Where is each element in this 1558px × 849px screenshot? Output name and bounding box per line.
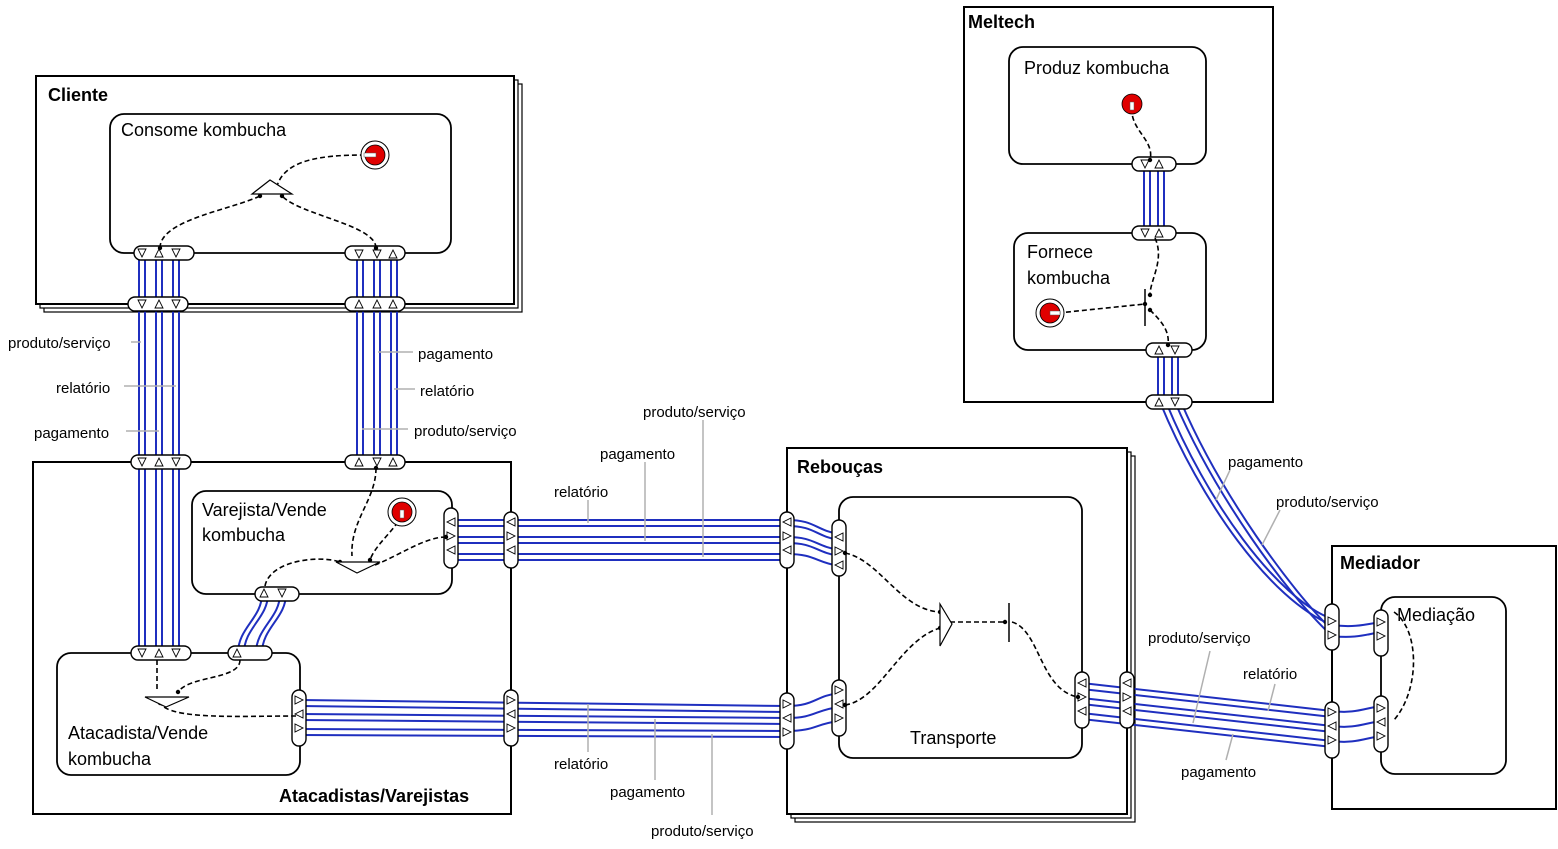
port-reboucas-left-bottom: [779, 692, 795, 750]
process-atacadista-label-2: kombucha: [68, 749, 152, 769]
port-arrows: [137, 158, 1387, 745]
process-varejista-label-1: Varejista/Vende: [202, 500, 327, 520]
flow-cliente-left-1: [138, 253, 146, 653]
process-produz-kombucha-label: Produz kombucha: [1024, 58, 1170, 78]
process-transporte: Transporte: [838, 496, 1083, 759]
merge-varejista: [335, 561, 381, 574]
label-top-produto: produto/serviço: [643, 404, 746, 421]
label-bottom-relatorio: relatório: [554, 756, 608, 773]
label-cliente-left-pagamento: pagamento: [34, 425, 109, 442]
label-bottom-produto: produto/serviço: [651, 823, 754, 840]
port-varejista-bottom: [254, 586, 300, 602]
label-bottom-pagamento: pagamento: [610, 784, 685, 801]
label-cliente-right-produto: produto/serviço: [414, 423, 517, 440]
process-produz-kombucha: Produz kombucha: [1008, 46, 1207, 165]
process-fornece-kombucha-label-1: Fornece: [1027, 242, 1093, 262]
ctrl-fornece-start: [1057, 303, 1146, 314]
ctrl-produz: [1131, 107, 1152, 161]
process-consome-kombucha: Consome kombucha: [109, 113, 452, 254]
process-varejista: Varejista/Vende kombucha: [191, 490, 453, 595]
merge-consome: [250, 179, 295, 195]
org-unit-atacadistas-varejistas-title: Atacadistas/Varejistas: [279, 786, 469, 806]
port-fornece-top: [1131, 225, 1177, 241]
ctrl-varejista-in: [351, 467, 377, 557]
start-events: [360, 93, 1143, 527]
label-top-relatorio: relatório: [554, 484, 608, 501]
flow-cliente-left-3: [172, 253, 180, 653]
flow-meltech-mediador: [1159, 401, 1382, 638]
ctrl-transporte-in-top: [844, 552, 941, 613]
ctrl-atacadista-right: [159, 702, 297, 718]
ctrl-consome-left: [159, 195, 261, 249]
flow-labels: produto/serviço relatório pagamento paga…: [8, 335, 1379, 840]
label-cliente-right-relatorio: relatório: [420, 383, 474, 400]
start-consome: [360, 140, 390, 170]
port-transporte-right: [1074, 671, 1090, 729]
ctrl-mediacao-loop: [1393, 611, 1415, 721]
ctrl-fornece-out: [1149, 309, 1170, 346]
process-consome-kombucha-label: Consome kombucha: [121, 120, 287, 140]
process-transporte-label: Transporte: [910, 728, 996, 748]
ctrl-transporte-out: [1011, 621, 1079, 698]
org-unit-meltech-title: Meltech: [968, 12, 1035, 32]
process-fornece-kombucha: Fornece kombucha: [1013, 232, 1207, 351]
ctrl-consome-right: [281, 195, 377, 249]
label-med-pagamento: pagamento: [1181, 764, 1256, 781]
org-unit-reboucas-title: Rebouças: [797, 457, 883, 477]
org-unit-cliente-title: Cliente: [48, 85, 108, 105]
ctrl-atacadista-top2: [177, 659, 241, 693]
label-meltech-produto: produto/serviço: [1276, 494, 1379, 511]
label-cliente-left-produto: produto/serviço: [8, 335, 111, 352]
org-unit-mediador-title: Mediador: [1340, 553, 1420, 573]
ctrl-varejista-right: [374, 536, 447, 566]
flow-cliente-right-2: [373, 253, 381, 462]
start-produz: [1121, 93, 1143, 115]
flow-produz-fornece: [1143, 164, 1165, 233]
process-atacadista: Atacadista/Vende kombucha: [56, 652, 301, 776]
process-fornece-kombucha-label-2: kombucha: [1027, 268, 1111, 288]
ctrl-transporte-in-bottom: [844, 627, 941, 706]
label-med-relatorio: relatório: [1243, 666, 1297, 683]
flow-cliente-right-1: [356, 253, 364, 462]
ctrl-varejista-bottom: [264, 558, 341, 587]
gateways: [144, 179, 1146, 708]
port-meltech-bottom: [1145, 394, 1193, 410]
label-meltech-pagamento: pagamento: [1228, 454, 1303, 471]
process-atacadista-label-1: Atacadista/Vende: [68, 723, 208, 743]
flow-cliente-left-2: [155, 253, 163, 653]
process-varejista-label-2: kombucha: [202, 525, 286, 545]
process-mediacao-label: Mediação: [1397, 605, 1475, 625]
flow-fornece-frame: [1157, 350, 1179, 402]
port-mediador-left-top: [1324, 603, 1340, 651]
port-produz-bottom: [1131, 156, 1177, 172]
flow-cliente-right-3: [390, 253, 398, 462]
process-mediacao: Mediação: [1380, 596, 1507, 775]
merge-transporte: [939, 601, 953, 647]
port-reboucas-right: [1119, 671, 1135, 729]
label-med-produto: produto/serviço: [1148, 630, 1251, 647]
start-fornece: [1035, 298, 1065, 328]
label-top-pagamento: pagamento: [600, 446, 675, 463]
label-cliente-right-pagamento: pagamento: [418, 346, 493, 363]
start-varejista: [387, 497, 417, 527]
label-cliente-left-relatorio: relatório: [56, 380, 110, 397]
ctrl-consome-start-merge: [276, 154, 366, 187]
port-transporte-left-top: [831, 519, 847, 577]
port-mediacao-left-top: [1373, 609, 1389, 657]
merge-atacadista: [144, 696, 190, 708]
